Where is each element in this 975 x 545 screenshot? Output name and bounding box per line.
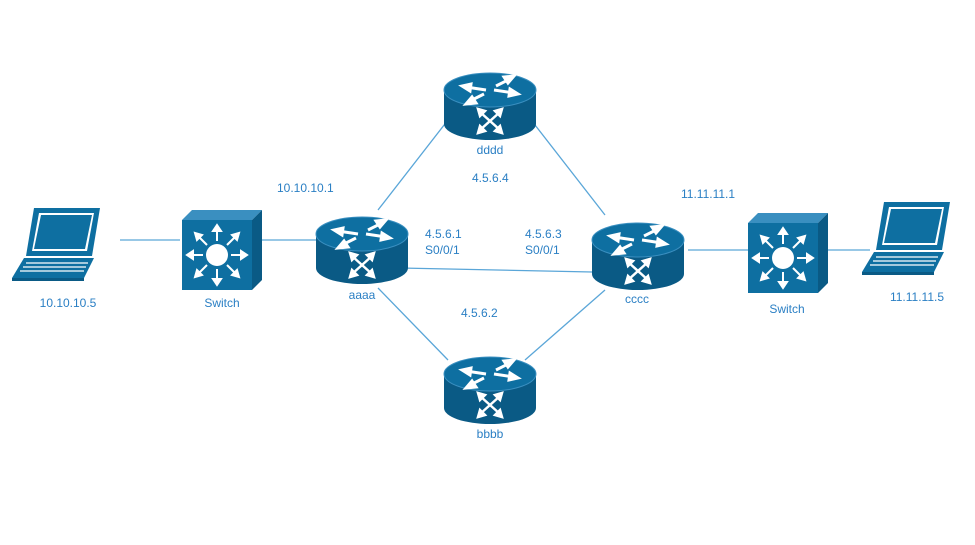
switch-right-label: Switch: [769, 302, 805, 316]
link-dddd-cccc: [534, 124, 606, 216]
router-bbbb-label: bbbb: [476, 427, 504, 441]
link-aaaa-bbbb: [377, 287, 449, 361]
aaaa-wan-address: 4.5.6.1: [425, 227, 462, 241]
router-cccc-label: cccc: [625, 292, 649, 306]
switch-left-icon: [181, 209, 263, 291]
aaaa-lan-address: 10.10.10.1: [277, 181, 334, 195]
laptop-right-icon: [861, 201, 951, 276]
router-bbbb-icon: [442, 355, 538, 426]
cccc-wan-address: 4.5.6.3: [525, 227, 562, 241]
link-bbbb-cccc: [524, 289, 606, 361]
link-aaaa-cccc: [399, 267, 593, 273]
router-dddd-label: dddd: [476, 143, 504, 157]
cccc-lan-address: 11.11.11.1: [681, 187, 736, 201]
router-cccc-icon: [590, 221, 686, 292]
router-dddd-icon: [442, 71, 538, 142]
cccc-wan-interface: S0/0/1: [525, 243, 560, 257]
dddd-address: 4.5.6.4: [472, 171, 509, 185]
aaaa-wan-interface: S0/0/1: [425, 243, 460, 257]
laptop-left-label: 10.10.10.5: [39, 296, 97, 310]
router-aaaa-icon: [314, 215, 410, 286]
switch-left-label: Switch: [204, 296, 240, 310]
laptop-left-icon: [11, 207, 101, 282]
link-aaaa-dddd: [377, 119, 449, 211]
links: [120, 119, 870, 361]
laptop-right-label: 11.11.11.5: [889, 290, 945, 304]
router-aaaa-label: aaaa: [348, 288, 376, 302]
switch-right-icon: [747, 212, 829, 294]
bbbb-address: 4.5.6.2: [461, 306, 498, 320]
